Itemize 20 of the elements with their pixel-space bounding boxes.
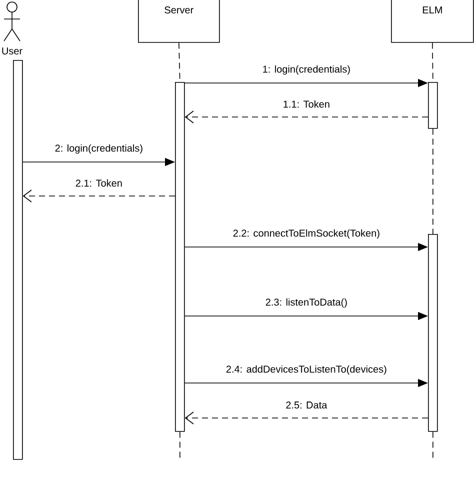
- message-label: 2.1: Token: [74, 178, 124, 188]
- activation-bar: [428, 82, 438, 129]
- activation-bar: [175, 82, 185, 432]
- message-arrow: [184, 110, 428, 124]
- lifeline: [432, 128, 434, 234]
- message-arrow: [22, 190, 176, 202]
- activation-bar: [13, 60, 23, 460]
- message-label: 1.1: Token: [282, 99, 331, 109]
- message-label: 2.2: connectToElmSocket(Token): [232, 228, 381, 240]
- node-label: User: [2, 48, 22, 54]
- message-label: 1: login(credentials): [261, 64, 352, 76]
- message-label: 2.3: listenToData(): [264, 297, 348, 309]
- message-arrow: [184, 412, 428, 424]
- actor: User: [2, 2, 22, 54]
- lifeline-box: ELM: [391, 0, 474, 43]
- message-label: 2.4: addDevicesToListenTo(devices): [224, 364, 388, 376]
- activation-bar: [428, 234, 438, 432]
- lifeline-box: Server: [138, 0, 220, 43]
- message-label: 2: login(credentials): [54, 143, 144, 155]
- message-label: 2.5: Data: [284, 400, 328, 410]
